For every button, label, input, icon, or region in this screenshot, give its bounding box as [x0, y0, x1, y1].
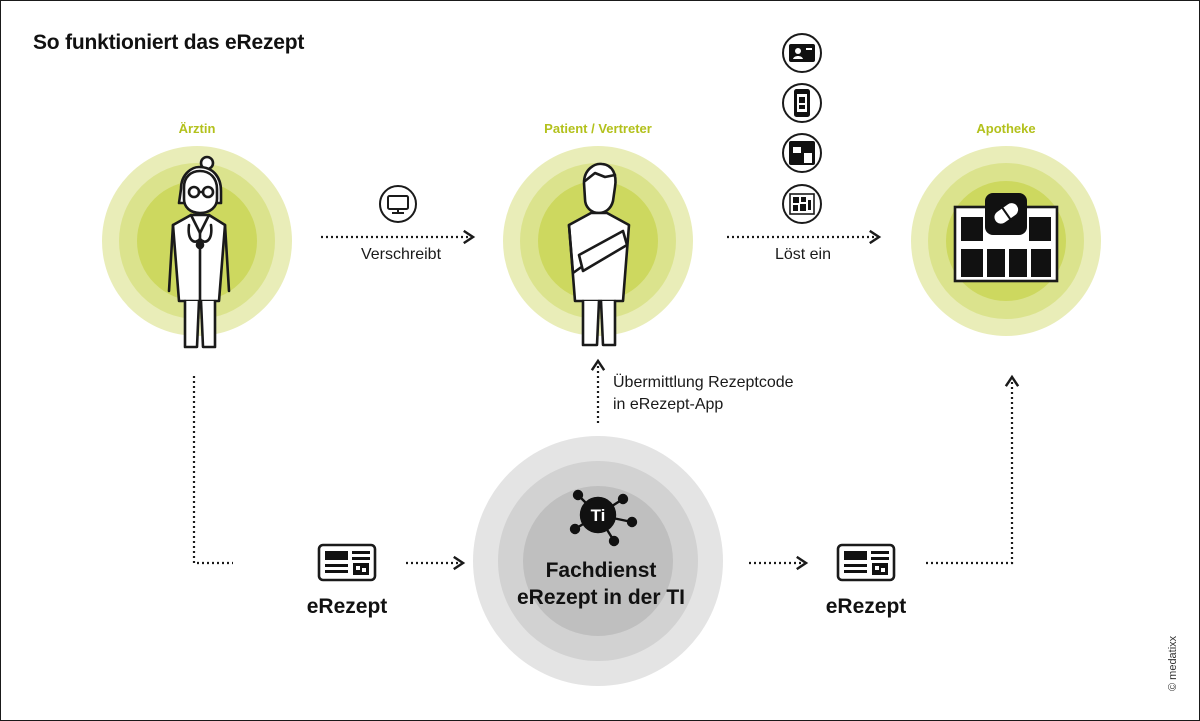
erezept-label-left: eRezept — [306, 595, 388, 618]
prescription-document-icon — [317, 543, 377, 582]
step-label-prescribe: Verschreibt — [360, 246, 442, 263]
monitor-icon — [379, 185, 417, 223]
patient-figure-icon — [567, 162, 631, 347]
ti-network-icon — [569, 489, 638, 547]
page-title: So funktioniert das eRezept — [33, 31, 305, 54]
card-reader-icon — [782, 133, 822, 173]
service-label: Fachdienst eRezept in der TI — [491, 557, 711, 611]
transmit-note-line2: in eRezept-App — [613, 396, 724, 413]
step-label-redeem: Löst ein — [774, 246, 832, 263]
role-label-pharmacy: Apotheke — [976, 121, 1036, 136]
ti-badge-label: Ti — [591, 506, 606, 525]
transmit-note: Übermittlung Rezeptcode in eRezept-App — [613, 372, 794, 416]
id-card-icon — [782, 33, 822, 73]
arrow-doctor-to-erezept — [192, 376, 233, 565]
service-circles — [473, 436, 723, 686]
paper-prescription-icon — [782, 184, 822, 224]
prescription-document-icon — [836, 543, 896, 582]
transmit-note-line1: Übermittlung Rezeptcode — [613, 374, 794, 391]
service-label-line1: Fachdienst — [545, 559, 657, 582]
phone-icon — [782, 83, 822, 123]
erezept-label-right: eRezept — [825, 595, 907, 618]
pharmacy-building-icon — [953, 193, 1059, 283]
flow-arrows — [192, 229, 1020, 571]
doctor-figure-icon — [167, 155, 231, 349]
role-label-doctor: Ärztin — [178, 121, 216, 136]
role-label-patient: Patient / Vertreter — [544, 121, 652, 136]
arrow-erezept-to-pharmacy — [926, 374, 1020, 565]
service-label-line2: eRezept in der TI — [516, 586, 686, 609]
copyright-notice: © medatixx — [1167, 635, 1179, 691]
